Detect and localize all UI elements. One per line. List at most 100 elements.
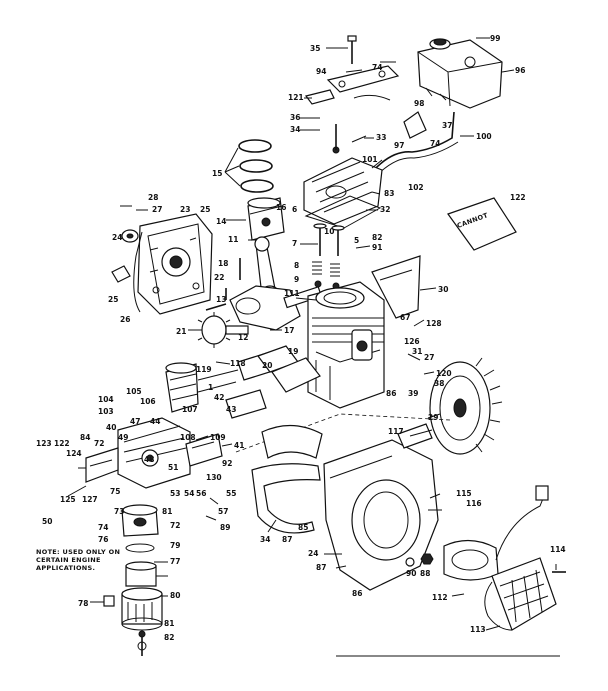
- cylinder-shroud: [371, 255, 421, 319]
- callout-79: 79: [170, 541, 180, 550]
- callout-5: 5: [354, 236, 359, 245]
- carburetor-body: [117, 417, 191, 489]
- callout-73: 73: [114, 507, 124, 516]
- piston-rings: [224, 139, 274, 193]
- piston: [247, 197, 285, 241]
- callout-124: 124: [66, 449, 82, 458]
- callout-44: 44: [150, 417, 160, 426]
- callout-105: 105: [126, 387, 142, 396]
- callout-87b: 87: [316, 563, 326, 572]
- warning-decal: CANNOT: [447, 197, 517, 251]
- head-gasket: [304, 195, 382, 229]
- callout-36: 36: [290, 113, 300, 122]
- carb-intake: [185, 433, 223, 467]
- callout-76: 76: [98, 535, 108, 544]
- callout-92: 92: [222, 459, 232, 468]
- callout-119: 119: [196, 365, 212, 374]
- callout-7: 7: [292, 239, 297, 248]
- callout-125: 125: [60, 495, 76, 504]
- note-line-2: CERTAIN ENGINE: [36, 556, 101, 564]
- callout-47: 47: [130, 417, 140, 426]
- callout-41: 41: [234, 441, 244, 450]
- cylinder-head: [303, 124, 383, 225]
- callout-20: 20: [262, 361, 272, 370]
- callout-80: 80: [170, 591, 180, 600]
- callout-11: 11: [228, 235, 238, 244]
- callout-19: 19: [288, 347, 298, 356]
- callout-8: 8: [294, 261, 299, 270]
- callout-72a: 72: [94, 439, 104, 448]
- plug-25: [111, 265, 131, 283]
- rewind-starter: [484, 557, 557, 631]
- callout-122: 122: [510, 193, 526, 202]
- baffle-34: [251, 463, 321, 534]
- tank-bracket: [326, 65, 400, 101]
- valve-springs: [312, 261, 340, 290]
- callout-78: 78: [78, 599, 88, 608]
- callout-15: 15: [212, 169, 222, 178]
- callout-113: 113: [470, 625, 486, 634]
- callout-127: 127: [82, 495, 98, 504]
- leader-lines: [67, 37, 557, 631]
- callout-24a: 24: [112, 233, 122, 242]
- fuel-filter-cup: [121, 543, 163, 631]
- callout-86b: 86: [352, 589, 362, 598]
- callout-107: 107: [182, 405, 198, 414]
- upper-shroud: [235, 413, 451, 459]
- flywheel: [429, 357, 503, 455]
- callout-85: 85: [298, 523, 308, 532]
- air-filter-element: [165, 362, 199, 413]
- gasket-26: [133, 231, 143, 313]
- blower-housing: [323, 439, 439, 591]
- callout-121: 121: [288, 93, 304, 102]
- callout-28: 28: [148, 193, 158, 202]
- callout-34b: 34: [260, 535, 270, 544]
- callout-56: 56: [196, 489, 206, 498]
- callout-48: 48: [144, 455, 154, 464]
- callout-86a: 86: [386, 389, 396, 398]
- bracket-98: [403, 111, 427, 139]
- callout-108: 108: [180, 433, 196, 442]
- callout-14: 14: [216, 217, 226, 226]
- carb-bowl: [121, 504, 159, 537]
- callout-53: 53: [170, 489, 180, 498]
- washers: [405, 553, 434, 567]
- callout-labels: 35 99 96 94 74 121 36 34 98 33 37 97 74 …: [36, 34, 566, 642]
- callout-87a: 87: [282, 535, 292, 544]
- callout-99: 99: [490, 34, 500, 43]
- callout-27b: 27: [424, 353, 434, 362]
- callout-27a: 27: [152, 205, 162, 214]
- callout-109: 109: [210, 433, 226, 442]
- valves: [313, 223, 345, 256]
- choke-plate: [85, 447, 119, 483]
- callout-81: 81: [162, 507, 172, 516]
- callout-111: 111: [284, 289, 300, 298]
- bolt-78: [103, 595, 115, 607]
- callout-117: 117: [388, 427, 404, 436]
- callout-24b: 24: [308, 549, 318, 558]
- callout-74a: 74: [372, 63, 382, 72]
- callout-18: 18: [218, 259, 228, 268]
- callout-13: 13: [216, 295, 226, 304]
- bracket-121: [304, 89, 335, 105]
- crankshaft: [205, 285, 323, 331]
- callout-82: 82: [372, 233, 382, 242]
- callout-89: 89: [220, 523, 230, 532]
- callout-97: 97: [394, 141, 404, 150]
- callout-106: 106: [140, 397, 156, 406]
- starter-cup: [443, 539, 499, 581]
- callout-6: 6: [292, 205, 297, 214]
- fuel-tank: [417, 38, 503, 109]
- callout-67: 67: [400, 313, 410, 322]
- callout-35: 35: [310, 44, 320, 53]
- callout-130: 130: [206, 473, 222, 482]
- callout-75: 75: [110, 487, 120, 496]
- callout-55: 55: [226, 489, 236, 498]
- callout-82b: 82: [164, 633, 174, 642]
- callout-88: 88: [420, 569, 430, 578]
- reed-plate: [257, 345, 321, 393]
- callout-37: 37: [442, 121, 452, 130]
- callout-9: 9: [294, 275, 299, 284]
- callout-72b: 72: [170, 521, 180, 530]
